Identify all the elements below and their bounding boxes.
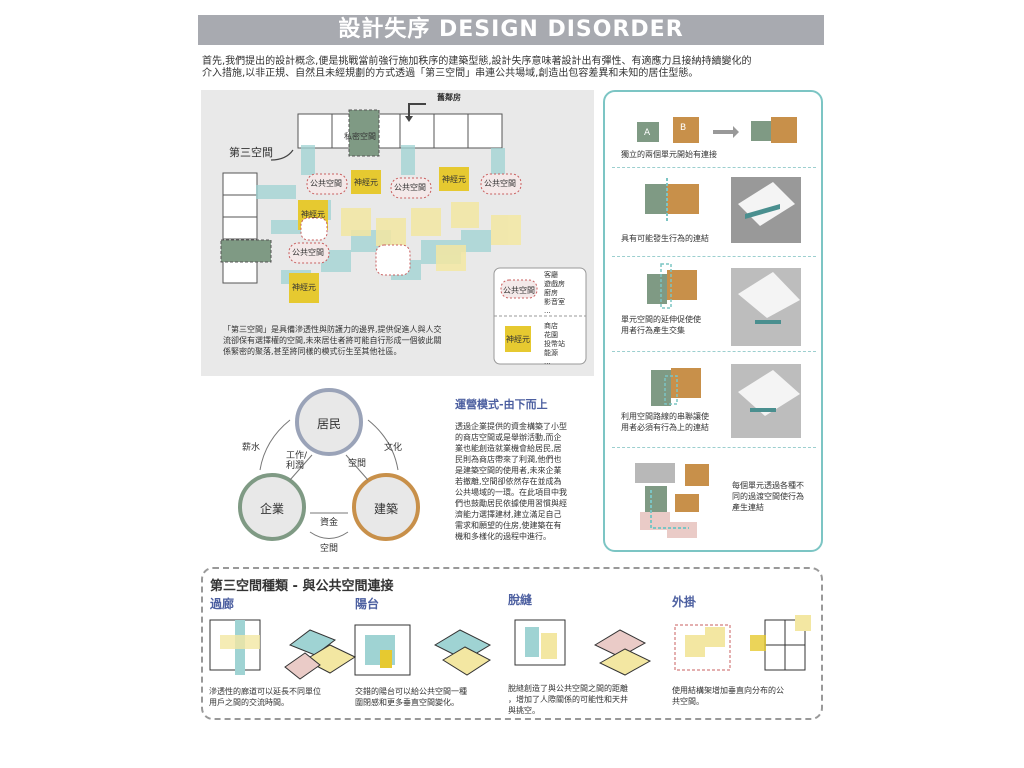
legend-public-item: ... xyxy=(544,307,551,315)
intro-line-1: 首先,我們提出的設計概念,便是挑戰當前強行施加秩序的建築型態,設計失序意味著設計… xyxy=(202,56,752,67)
model-line: 若撤離,空間卻依然存在並成為 xyxy=(455,477,562,486)
legend-public-item: 客廳 xyxy=(544,271,558,279)
model-line: 的商店空間或是舉辦活動,而企 xyxy=(455,433,562,442)
legend-public-label: 公共空間 xyxy=(503,286,535,295)
title-bar xyxy=(198,15,824,45)
type-balcony-title: 陽台 xyxy=(355,597,380,611)
salary-label: 薪水 xyxy=(242,443,261,453)
unit-label-2: 神經元 xyxy=(442,175,466,184)
step-5-text-1: 每個單元透過各種不 xyxy=(732,481,804,490)
step-4-text-1: 利用空間路線的串聯讓使 xyxy=(621,412,709,421)
type-balcony-desc-1: 交錯的陽台可以給公共空間一種 xyxy=(355,687,467,696)
legend-unit-item: 能源 xyxy=(544,349,558,357)
legend-public-item: 影音室 xyxy=(544,298,565,306)
step-4-text-2: 用者必須有行為上的連結 xyxy=(621,423,709,432)
step-3-text-2: 用者行為產生交集 xyxy=(621,326,685,335)
type-corridor-desc-2: 用戶之間的交流時間。 xyxy=(209,698,289,707)
resident-node: 居民 xyxy=(317,417,342,431)
step-5-text-2: 同的過渡空間使行為 xyxy=(732,492,804,501)
step-divider xyxy=(612,447,816,448)
model-line: 是建築空間的使用者,未來企業 xyxy=(455,466,562,475)
legend-unit-item: 商店 xyxy=(544,322,558,330)
private-space-label: 私密空間 xyxy=(344,132,376,141)
third-space-types-panel xyxy=(201,567,823,720)
model-line: 業也能創造就業機會給居民,居 xyxy=(455,444,562,453)
type-hanging-desc-2: 共空間。 xyxy=(672,697,704,706)
type-gap-desc-3: 與挑空。 xyxy=(508,706,540,715)
public-space-label-1: 公共空間 xyxy=(310,179,342,188)
types-title: 第三空間種類 - 與公共空間連接 xyxy=(210,579,394,594)
cycle-arrows xyxy=(238,388,420,541)
map-caption-3: 係緊密的聚落,甚至將同樣的模式衍生至其他社區。 xyxy=(223,347,402,356)
public-space-label-4: 公共空間 xyxy=(292,248,324,257)
type-hanging-desc-1: 使用結構架增加垂直向分布的公 xyxy=(672,686,784,695)
capital-label: 資金 xyxy=(320,518,339,528)
model-line: 濟能力選擇建材,建立滿足自己 xyxy=(455,510,562,519)
step-3-text-1: 單元空間的延伸促使使 xyxy=(621,315,701,324)
model-body: 透過企業提供的資金構築了小型 的商店空間或是舉辦活動,而企 業也能創造就業機會給… xyxy=(455,421,595,542)
types-drawings xyxy=(209,615,811,680)
type-corridor-title: 過廊 xyxy=(210,597,235,611)
third-space-label: 第三空間 xyxy=(229,146,273,159)
step-divider xyxy=(612,256,816,257)
model-line: 需求和願望的住房,使建築在有 xyxy=(455,521,562,530)
space-label-2: 空間 xyxy=(320,544,339,554)
culture-label: 文化 xyxy=(384,443,403,453)
unit-label-1: 神經元 xyxy=(354,178,378,187)
map-caption-1: 「第三空間」是具備滲透性與防護力的邊界,提供促進人與人交 xyxy=(223,325,442,334)
map-caption-2: 流卻保有選擇權的空間,未來居住者將可能自行形成一個彼此關 xyxy=(223,336,442,345)
step-5-text-3: 產生連結 xyxy=(732,503,764,512)
unit-label-4: 神經元 xyxy=(292,283,316,292)
legend-public-item: 廚房 xyxy=(544,289,558,297)
site-plan-drawing xyxy=(220,103,587,365)
model-line: 民則為商店帶來了利潤,他們也 xyxy=(455,455,562,464)
intro-line-2: 介入措施,以非正規、自然且未經規劃的方式透過「第三空間」串連公共場域,創造出包容… xyxy=(202,68,699,79)
step-2-text: 具有可能發生行為的連結 xyxy=(621,234,709,243)
step-panel xyxy=(603,90,823,552)
space-label-1: 空間 xyxy=(348,459,367,469)
architecture-node: 建築 xyxy=(374,502,399,516)
legend-public-list: 客廳 遊戲房 廚房 影音室 ... xyxy=(544,271,565,316)
legend-unit-label: 神經元 xyxy=(506,335,530,344)
model-line: 們也鼓勵居民依據使用習慣與經 xyxy=(455,499,567,508)
model-line: 機和多樣化的過程中進行。 xyxy=(455,532,551,541)
step-diagrams xyxy=(635,117,801,538)
legend-unit-item: ... xyxy=(544,358,551,366)
cycle-diagram: 居民 企業 建築 薪水 文化 工作/ 利潤 空間 資金 空間 xyxy=(230,385,430,560)
unit-label-3: 神經元 xyxy=(301,210,325,219)
step-divider xyxy=(612,351,816,352)
work-profit-label: 工作/ 利潤 xyxy=(286,451,308,471)
legend-unit-item: 投幣站 xyxy=(544,340,565,348)
legend-public-item: 遊戲房 xyxy=(544,280,565,288)
type-balcony-desc-2: 圍閉感和更多垂直空間變化。 xyxy=(355,698,459,707)
legend-unit-list: 商店 花園 投幣站 能源 ... xyxy=(544,322,565,367)
type-gap-desc-1: 脫縫創造了與公共空間之間的距離 xyxy=(508,684,628,693)
model-line: 公共場域的一環。在此項目中我 xyxy=(455,488,567,497)
page-title: 設計失序 DESIGN DISORDER xyxy=(338,17,684,42)
public-space-label-3: 公共空間 xyxy=(484,179,516,188)
site-plan-panel: 舊鄰房 私密空間 第三空間 公共空間 公共空間 公共空間 公共空間 神經元 神經… xyxy=(201,90,594,376)
model-line: 透過企業提供的資金構築了小型 xyxy=(455,422,567,431)
step-1-text: 獨立的兩個單元開始有連接 xyxy=(621,150,717,159)
unit-a-label: A xyxy=(644,128,651,138)
type-gap-title: 脫縫 xyxy=(508,593,533,607)
legend-unit-item: 花園 xyxy=(544,331,558,339)
model-title: 運營模式-由下而上 xyxy=(455,398,548,411)
type-gap-desc-2: ，增加了人際關係的可能性和天井 xyxy=(508,695,628,704)
old-house-label: 舊鄰房 xyxy=(437,93,461,102)
step-divider xyxy=(612,167,816,168)
type-hanging-title: 外掛 xyxy=(672,595,697,609)
public-space-label-2: 公共空間 xyxy=(394,183,426,192)
enterprise-node: 企業 xyxy=(260,502,285,516)
unit-b-label: B xyxy=(680,123,687,133)
type-corridor-desc-1: 滲透性的廊道可以延長不同單位 xyxy=(209,687,321,696)
